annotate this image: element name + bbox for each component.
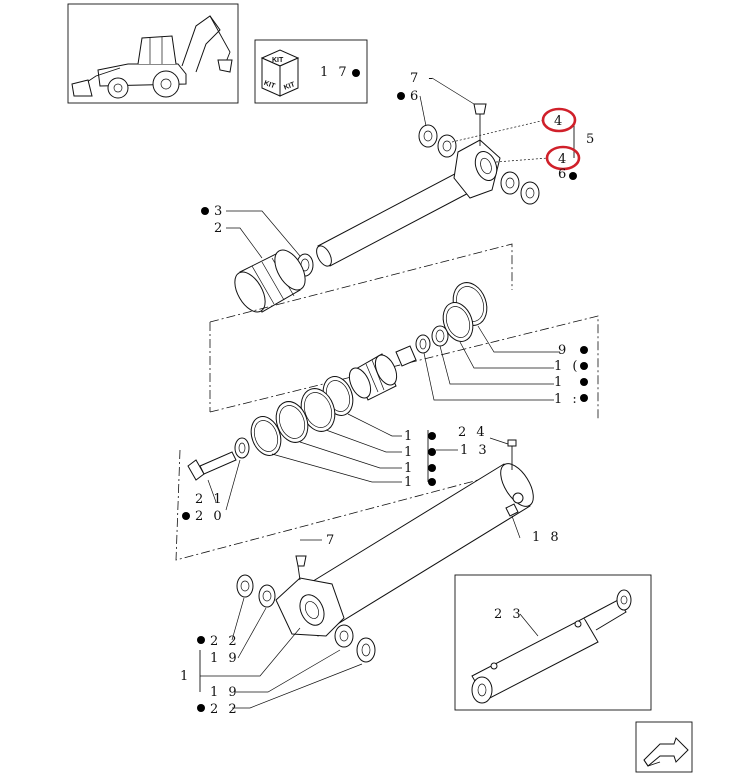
- label-19a: 1 9: [210, 651, 240, 666]
- grease-nipple-top: [473, 103, 487, 115]
- backhoe-loader-icon: [71, 15, 233, 99]
- piston-seals: [348, 282, 560, 401]
- machine-thumbnail-frame: [67, 3, 239, 104]
- seal-kit-bracket-lower: [175, 449, 517, 561]
- dot-1e: [428, 448, 436, 456]
- label-1e: 1: [404, 445, 415, 460]
- label-23: 2 3: [494, 607, 524, 622]
- label-22a: 2 2: [210, 634, 240, 649]
- label-1f: 1: [404, 461, 415, 476]
- label-9: 9: [558, 343, 569, 358]
- dot-1b: [580, 378, 588, 386]
- gland-nut: [234, 249, 314, 313]
- grease-nipple-bottom: [295, 555, 307, 567]
- label-1a: 1 (: [554, 359, 580, 374]
- dot-3: [201, 207, 209, 215]
- next-page-arrow-icon[interactable]: [635, 721, 693, 773]
- kit-label: 1 7: [320, 65, 350, 80]
- label-7-top: 7 -: [410, 71, 436, 86]
- label-18: 1 8: [532, 530, 562, 545]
- label-1-body: 1: [180, 669, 191, 684]
- dot-1d: [428, 432, 436, 440]
- label-4b: 4: [558, 152, 569, 167]
- label-4a: 4: [554, 114, 565, 129]
- label-21: 2 1: [195, 492, 225, 507]
- seal-kit-bracket-right: [209, 315, 599, 420]
- dot-6-top: [397, 92, 405, 100]
- dot-1f: [428, 464, 436, 472]
- dot-22a: [197, 636, 205, 644]
- label-22b: 2 2: [210, 702, 240, 717]
- kit-left-text: KIT: [263, 80, 277, 91]
- cylinder-barrel: [199, 437, 534, 709]
- dot-6-right: [569, 172, 577, 180]
- kit-dot-marker: [352, 69, 360, 77]
- dot-1c: [580, 394, 588, 402]
- bolt-and-washer: [187, 437, 250, 511]
- dot-22b: [197, 704, 205, 712]
- kit-thumbnail-frame: [254, 39, 368, 104]
- piston-rod: [316, 103, 575, 267]
- label-3: 3: [214, 204, 225, 219]
- label-1c: 1 :: [554, 392, 580, 407]
- dot-9: [580, 346, 588, 354]
- kit-box-icon: KIT KIT KIT: [260, 49, 300, 97]
- label-24: 2 4: [458, 425, 488, 440]
- label-2: 2: [214, 221, 225, 236]
- highlight-ring-4b: [545, 145, 581, 171]
- label-1d: 1: [404, 429, 415, 444]
- kit-top-text: KIT: [272, 57, 284, 64]
- label-19b: 1 9: [210, 685, 240, 700]
- dot-20: [182, 512, 190, 520]
- dot-1a: [580, 362, 588, 370]
- label-13: 1 3: [460, 443, 490, 458]
- label-1g: 1: [404, 475, 415, 490]
- label-1b: 1: [554, 375, 565, 390]
- kit-thumbnail: KIT KIT KIT 1 7: [254, 39, 368, 104]
- label-5: 5: [586, 132, 597, 147]
- dot-1g: [428, 478, 436, 486]
- label-7-bottom: 7: [326, 533, 337, 548]
- highlight-ring-4a: [541, 107, 577, 133]
- kit-right-text: KIT: [283, 81, 297, 92]
- label-6-right: 6: [558, 167, 569, 182]
- piston-rings: [250, 376, 429, 483]
- inset-frame: [454, 574, 652, 711]
- assembled-cylinder-inset: [454, 574, 652, 711]
- machine-thumbnail: [67, 3, 239, 104]
- seal-kit-bracket-upper: [209, 243, 513, 412]
- label-20: 2 0: [195, 509, 225, 524]
- label-6-top: 6: [410, 89, 421, 104]
